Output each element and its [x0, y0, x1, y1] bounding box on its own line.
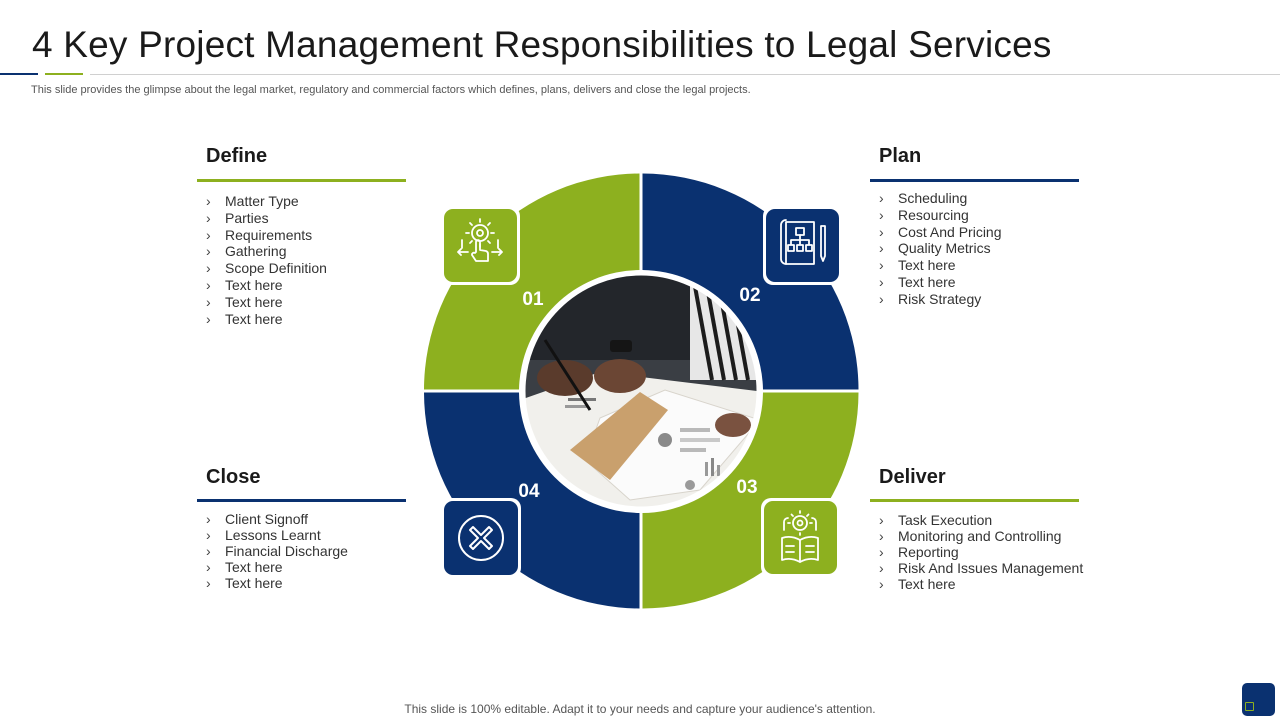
- close-icon-box: [441, 498, 521, 578]
- list-item: Requirements: [206, 227, 421, 244]
- define-icon-box: [441, 206, 520, 285]
- list-item: Text here: [879, 274, 1094, 291]
- plan-icon-box: [763, 206, 842, 285]
- define-rule: [197, 179, 406, 182]
- list-item: Client Signoff: [206, 511, 421, 527]
- deliver-list: Task ExecutionMonitoring and Controlling…: [879, 512, 1094, 592]
- list-item: Text here: [206, 294, 421, 311]
- plan-rule: [870, 179, 1079, 182]
- list-item: Text here: [879, 257, 1094, 274]
- list-item: Gathering: [206, 243, 421, 260]
- footer-note: This slide is 100% editable. Adapt it to…: [404, 702, 876, 716]
- list-item: Financial Discharge: [206, 543, 421, 559]
- list-item: Text here: [206, 277, 421, 294]
- page-title: 4 Key Project Management Responsibilitie…: [32, 24, 1052, 65]
- list-item: Cost And Pricing: [879, 224, 1094, 241]
- gear-book-icon: [781, 510, 819, 563]
- list-item: Scheduling: [879, 190, 1094, 207]
- define-title: Define: [206, 145, 268, 167]
- plan-title: Plan: [879, 145, 922, 167]
- page-subtitle: This slide provides the glimpse about th…: [31, 84, 751, 96]
- title-accent-blue: [0, 73, 38, 75]
- plan-list: SchedulingResourcingCost And PricingQual…: [879, 190, 1094, 308]
- close-rule: [197, 499, 406, 502]
- step-number-01: 01: [522, 289, 544, 310]
- list-item: Matter Type: [206, 193, 421, 210]
- list-item: Risk And Issues Management: [879, 560, 1094, 576]
- flowchart-blueprint-icon: [780, 219, 826, 265]
- list-item: Monitoring and Controlling: [879, 528, 1094, 544]
- step-number-02: 02: [739, 285, 760, 306]
- gear-hand-touch-icon: [457, 218, 503, 262]
- corner-badge: [1242, 683, 1275, 716]
- deliver-rule: [870, 499, 1079, 502]
- list-item: Resourcing: [879, 207, 1094, 224]
- list-item: Reporting: [879, 544, 1094, 560]
- title-accent-green: [45, 73, 83, 75]
- close-title: Close: [206, 466, 261, 488]
- list-item: Text here: [206, 559, 421, 575]
- quadrant-close: [424, 392, 640, 609]
- list-item: Text here: [206, 311, 421, 328]
- title-divider: [90, 74, 1280, 75]
- deliver-title: Deliver: [879, 466, 946, 488]
- list-item: Scope Definition: [206, 260, 421, 277]
- step-number-03: 03: [736, 477, 757, 498]
- deliver-icon-box: [761, 498, 840, 577]
- list-item: Parties: [206, 210, 421, 227]
- cancel-x-icon: [458, 515, 504, 561]
- list-item: Task Execution: [879, 512, 1094, 528]
- quadrant-define: [424, 173, 640, 390]
- quadrant-deliver: [642, 392, 859, 609]
- quadrant-plan: [642, 173, 859, 390]
- list-item: Quality Metrics: [879, 240, 1094, 257]
- center-photo: [524, 274, 758, 508]
- corner-badge-square-icon: [1245, 702, 1254, 711]
- list-item: Text here: [206, 575, 421, 591]
- close-list: Client SignoffLessons LearntFinancial Di…: [206, 511, 421, 591]
- list-item: Risk Strategy: [879, 291, 1094, 308]
- list-item: Text here: [879, 576, 1094, 592]
- define-list: Matter TypePartiesRequirementsGatheringS…: [206, 193, 421, 327]
- step-number-04: 04: [518, 481, 540, 502]
- list-item: Lessons Learnt: [206, 527, 421, 543]
